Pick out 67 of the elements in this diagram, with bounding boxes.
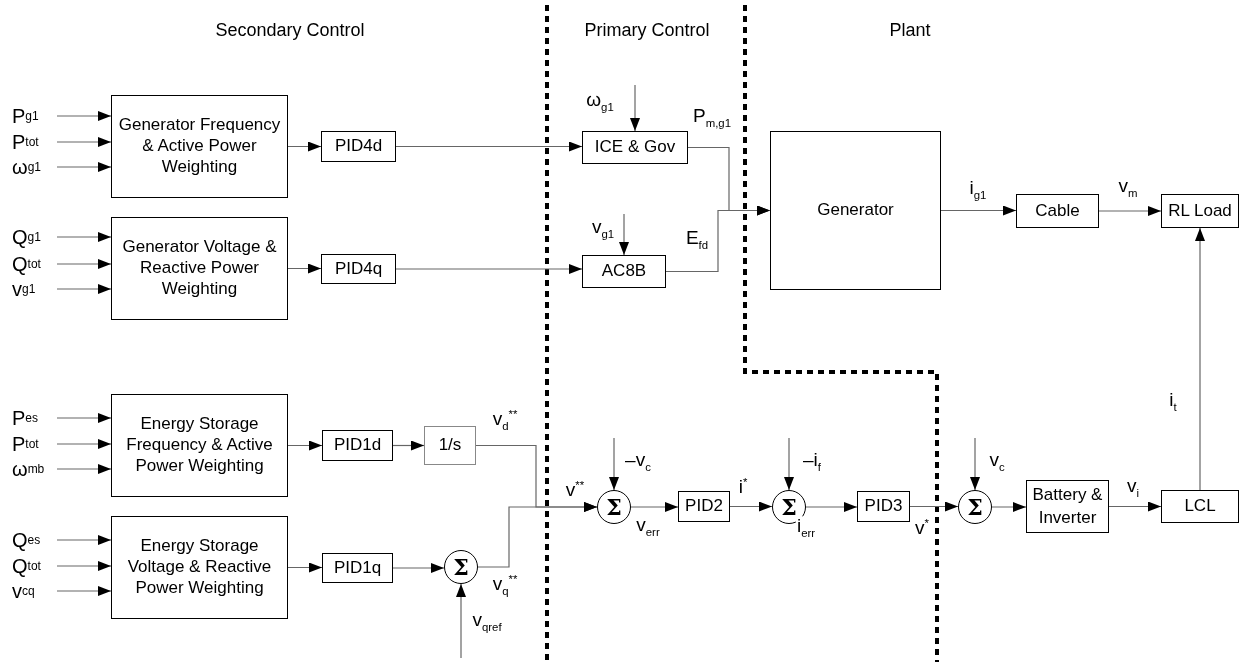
- block-box: PID1q: [322, 553, 393, 583]
- arrow: [940, 205, 1017, 216]
- edge-label: P$_{m,g1}$: [692, 106, 732, 130]
- block-box: 1/s: [424, 426, 476, 465]
- block-box: Generator: [770, 131, 941, 290]
- block-box: RL Load: [1161, 194, 1239, 228]
- arrow: [784, 437, 794, 491]
- arrow: [1108, 501, 1162, 512]
- arrow: [287, 141, 322, 152]
- block-box: Cable: [1016, 194, 1099, 228]
- arrow: [56, 162, 112, 172]
- arrow: [970, 437, 980, 491]
- arrow: [909, 501, 959, 512]
- arrow: [665, 205, 771, 273]
- section-title: Secondary Control: [215, 20, 365, 41]
- summing-junction: Σ: [444, 550, 478, 584]
- arrow: [805, 502, 858, 512]
- arrow: [287, 263, 322, 274]
- arrow: [630, 502, 679, 512]
- edge-label: i$_{t}$: [1168, 390, 1178, 414]
- block-box: PID3: [857, 491, 910, 522]
- arrow: [392, 440, 425, 451]
- process-box: Generator Voltage & Reactive Power Weighting: [111, 217, 288, 320]
- arrow: [56, 137, 112, 147]
- block-box: PID2: [678, 491, 730, 522]
- arrow: [456, 583, 466, 659]
- block-box: PID4q: [321, 254, 396, 284]
- arrow: [56, 232, 112, 242]
- arrow: [56, 259, 112, 269]
- block-box: LCL: [1161, 490, 1239, 523]
- block-box: AC8B: [582, 255, 666, 288]
- arrow: [1195, 227, 1205, 491]
- block-box: PID4d: [321, 131, 396, 162]
- arrow: [287, 440, 323, 451]
- arrow: [56, 464, 112, 474]
- arrow: [395, 264, 583, 274]
- process-box: Energy Storage Frequency & Active Power Weighting: [111, 394, 288, 497]
- arrow: [477, 502, 598, 568]
- edge-label: i$_{err}$: [795, 516, 817, 540]
- block-box: ICE & Gov: [582, 131, 688, 164]
- arrow: [395, 141, 583, 152]
- edge-label: i$_{g1}$: [968, 178, 988, 202]
- process-box: Energy Storage Voltage & Reactive Power Weighting: [111, 516, 288, 619]
- arrow: [56, 586, 112, 596]
- arrow: [56, 413, 112, 423]
- section-title: Plant: [889, 20, 931, 41]
- arrow: [609, 437, 619, 491]
- arrow: [729, 501, 773, 512]
- block-box: Battery & Inverter: [1026, 480, 1109, 533]
- arrow: [287, 562, 323, 573]
- arrow: [56, 439, 112, 449]
- edge-label: E$_{fd}$: [684, 228, 710, 252]
- arrow: [392, 563, 445, 573]
- process-box: Generator Frequency & Active Power Weighting: [111, 95, 288, 198]
- arrow: [1098, 206, 1162, 216]
- summing-junction: Σ: [958, 490, 992, 524]
- arrow: [630, 84, 640, 132]
- block-box: PID1d: [322, 430, 393, 461]
- arrow: [619, 213, 629, 256]
- arrow: [56, 111, 112, 121]
- arrow: [56, 284, 112, 294]
- arrow: [991, 502, 1027, 512]
- edge-label: –i$_{f}$: [802, 450, 822, 474]
- section-title: Primary Control: [584, 20, 710, 41]
- arrow: [56, 535, 112, 545]
- summing-junction: Σ: [597, 490, 631, 524]
- arrow: [56, 561, 112, 571]
